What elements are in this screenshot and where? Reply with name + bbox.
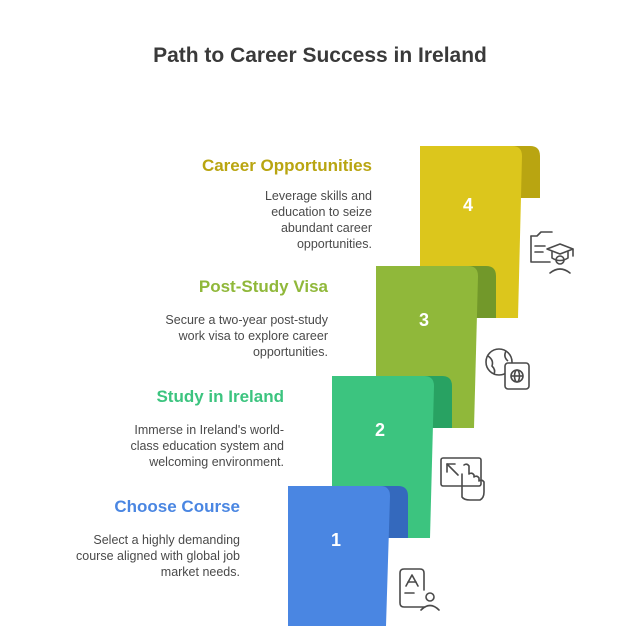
step-2-heading: Study in Ireland	[156, 387, 284, 406]
step-3-description: Secure a two-year post-study work visa t…	[165, 313, 328, 359]
step-2-number: 2	[375, 420, 385, 440]
step-2-description: Immerse in Ireland's world-class educati…	[130, 423, 284, 469]
document-person-icon	[399, 568, 440, 611]
step-1-number: 1	[331, 530, 341, 550]
step-4-number: 4	[463, 195, 473, 215]
step-3-heading: Post-Study Visa	[198, 277, 328, 296]
globe-passport-icon	[485, 348, 530, 390]
expand-touch-icon	[440, 457, 485, 501]
step-4-description: Leverage skills and education to seize a…	[264, 189, 372, 251]
step-4-heading: Career Opportunities	[201, 156, 372, 175]
step-1-body	[288, 486, 390, 626]
graduate-document-icon	[530, 231, 574, 274]
step-1-description: Select a highly demanding course aligned…	[76, 533, 240, 579]
diagram-title: Path to Career Success in Ireland	[153, 44, 487, 67]
step-3-number: 3	[419, 310, 429, 330]
step-1-heading: Choose Course	[114, 497, 240, 516]
step-1-banner: 1	[288, 486, 408, 626]
